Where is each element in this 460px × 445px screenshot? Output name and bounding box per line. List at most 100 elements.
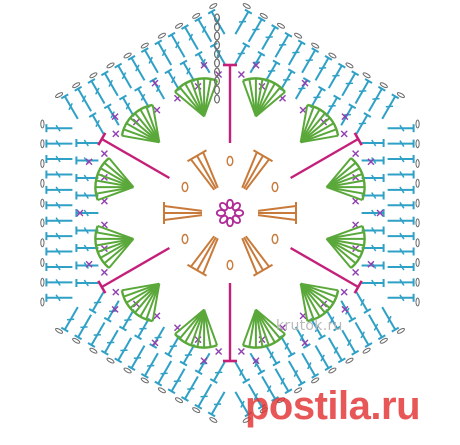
stitch-slash [55, 155, 61, 163]
stitch-top-bar [154, 380, 163, 387]
shell-stitch [299, 283, 309, 322]
stitch-top-bar [164, 351, 173, 358]
shell-stitch [190, 80, 206, 117]
stitch-top-bar [377, 85, 386, 92]
stitch-top-bar [60, 326, 69, 333]
stitch-slash [328, 105, 336, 108]
treble-stitch [279, 335, 293, 356]
shell-fans [94, 77, 366, 349]
chain-mark [85, 158, 93, 166]
shell-stitch [254, 78, 264, 117]
stitch-top-bar [271, 396, 280, 402]
stitch-top-bar [194, 50, 203, 57]
chain-loop [311, 42, 320, 49]
treble-stitch [63, 306, 79, 331]
stitch-slash [299, 333, 305, 342]
chain-mark [252, 357, 260, 365]
stitch-top-bar [103, 316, 112, 323]
stitch-slash [173, 380, 182, 383]
treble-stitch [264, 61, 278, 83]
stitch-slash [83, 262, 89, 269]
inner-round-stitches [163, 149, 297, 277]
shell-stitch [139, 283, 161, 318]
treble-stitch [144, 49, 159, 74]
inner-treble [245, 158, 270, 191]
inner-treble [196, 236, 217, 271]
chain-loop [415, 119, 420, 129]
treble-stitch [341, 72, 357, 97]
chain-loop [192, 407, 201, 414]
chain-loop [157, 387, 166, 394]
treble-stitch [274, 368, 290, 392]
shell-stitch [151, 283, 161, 322]
stitch-slash [278, 43, 287, 46]
stitch-top-bar [317, 334, 326, 341]
shell-stitch [178, 308, 205, 340]
treble-stitch [144, 352, 159, 377]
shell-stitch [97, 186, 134, 202]
chain-loop [140, 42, 149, 49]
chain-loop [174, 397, 184, 404]
shell-stitch [299, 108, 321, 143]
shell-stitch [108, 238, 135, 269]
shell-stitch [203, 309, 219, 346]
shell-stitch [255, 309, 276, 344]
shell-stitch [326, 186, 365, 195]
chain-loop [89, 72, 98, 79]
stitch-top-bar [271, 24, 280, 30]
stitch-slash [125, 102, 131, 110]
inner-chain [226, 155, 234, 167]
stitch-slash [329, 316, 335, 324]
treble-stitch [90, 321, 106, 346]
stitch-top-bar [257, 50, 266, 57]
stitch-top-bar [272, 360, 281, 367]
stitch-slash [83, 174, 89, 182]
stitch-slash [305, 59, 313, 62]
chain-loop [123, 52, 132, 59]
start-chain-loop [214, 85, 221, 95]
spike-stitch [290, 246, 359, 289]
stitch-top-bar [287, 351, 296, 358]
chain-loop [174, 22, 184, 29]
shell-arc [94, 157, 110, 201]
treble-stitch [157, 41, 173, 66]
shell-stitch [255, 91, 286, 118]
shell-stitch [254, 309, 264, 348]
inner-treble [163, 205, 203, 212]
treble-stitch [184, 375, 199, 400]
ring-chain [226, 198, 234, 210]
shell-stitch [145, 106, 161, 143]
stitch-slash [148, 56, 153, 64]
stitch-top-bar [257, 403, 266, 410]
stitch-top-bar [114, 357, 123, 364]
stitch-top-bar [297, 39, 306, 46]
shell-stitch [123, 282, 160, 298]
stitch-slash [253, 392, 259, 401]
shell-stitch [255, 308, 282, 340]
shell-stitch [300, 134, 339, 144]
chain-loop [415, 159, 420, 168]
stitch-slash [399, 217, 405, 225]
shell-arc [350, 157, 366, 201]
stitch-top-bar [167, 31, 176, 38]
chain-loop [157, 32, 166, 39]
shell-stitch [103, 238, 135, 265]
stitch-top-bar [87, 342, 96, 348]
chain-mark [111, 113, 119, 121]
chain-loop [415, 297, 420, 307]
chain-loop [209, 417, 218, 423]
shell-arc [350, 225, 366, 269]
spike-stitch [101, 246, 170, 289]
treble-stitch [137, 88, 150, 109]
treble-stitch [197, 53, 211, 74]
stitch-top-bar [118, 325, 127, 332]
stitch-slash [154, 336, 162, 339]
treble-stitch [314, 345, 330, 369]
shell-stitch [97, 173, 134, 189]
ring-chain [219, 202, 229, 212]
chain-loop [294, 387, 303, 394]
stitch-top-bar [337, 62, 346, 69]
stitch-slash [240, 400, 245, 408]
single-crochet-mark [215, 347, 223, 355]
shell-stitch [326, 179, 365, 189]
